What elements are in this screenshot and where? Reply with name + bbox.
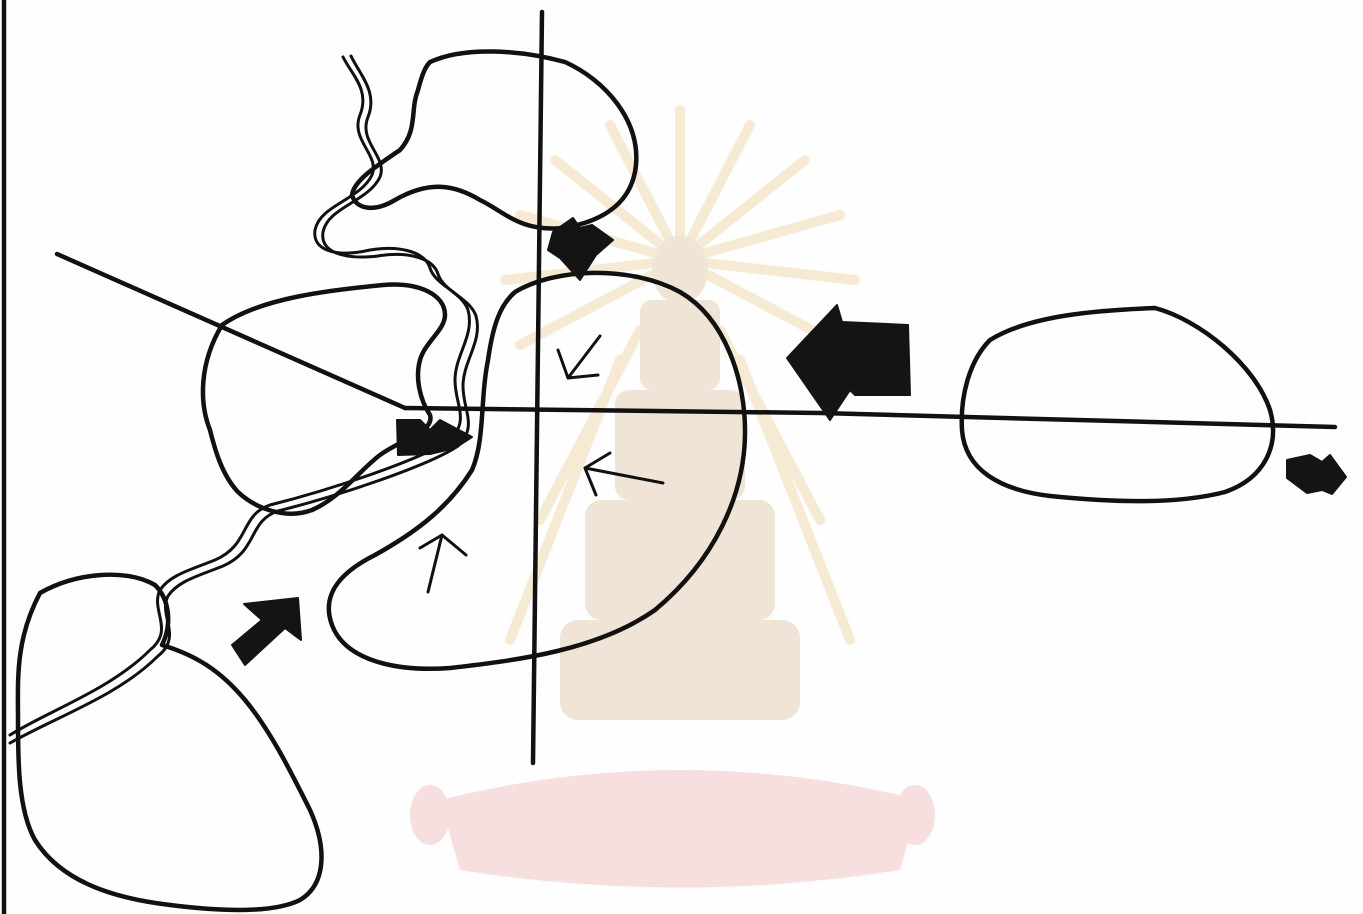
winding-double-line-river	[8, 54, 479, 745]
watermark-seal	[410, 105, 935, 888]
thick-arrow-down	[547, 217, 614, 281]
right-oval	[959, 305, 1276, 504]
thick-arrow-up-right	[231, 597, 302, 666]
diagonal-line	[54, 251, 408, 411]
thick-arrow-right-pointing	[396, 419, 473, 456]
top-blob	[349, 49, 639, 231]
thick-arrow-left	[786, 304, 911, 421]
vertical-axis-line	[530, 9, 545, 766]
watermark-base	[560, 236, 800, 720]
watermark-drape	[410, 770, 935, 888]
left-blob	[200, 282, 448, 516]
thick-arrow-right-edge	[1286, 454, 1347, 495]
horizontal-axis-line	[402, 405, 1338, 430]
inner-arrow-up	[418, 533, 468, 594]
inner-arrow-left	[583, 451, 665, 497]
central-blob	[326, 270, 748, 671]
inner-arrow-down-left	[556, 334, 602, 380]
